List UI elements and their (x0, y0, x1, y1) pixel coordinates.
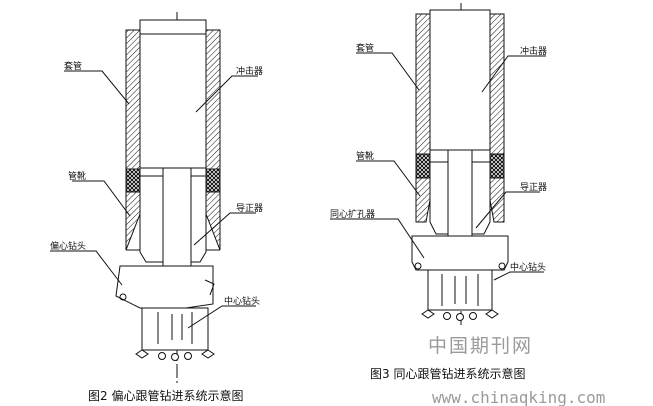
watermark-cn: 中国期刊网 (428, 335, 533, 357)
eccentric-bit (115, 265, 215, 309)
fig2-label-casing: 套管 (64, 60, 82, 72)
fig2-label-hammer: 冲击器 (236, 65, 263, 77)
pilot-bit (135, 307, 215, 361)
fig2-label-guide: 导正器 (236, 203, 263, 214)
watermark-url: www.chinaqking.com (432, 388, 605, 406)
leaders (330, 52, 546, 281)
fig2-caption: 图2 偏心跟管钻进系统示意图 (88, 388, 243, 403)
figure-2 (50, 12, 258, 385)
fig2-label-eccentric-bit: 偏心钻头 (50, 240, 86, 252)
guide (139, 175, 207, 263)
fig3-label-hammer: 冲击器 (520, 45, 547, 57)
casing (415, 13, 505, 179)
fig2-label-pilot-bit: 中心钻头 (224, 295, 260, 307)
ring-bit (411, 235, 509, 271)
fig3-label-guide: 导正器 (520, 182, 547, 193)
fig3-label-ring-bit: 同心扩孔器 (330, 208, 375, 220)
drill-rod (447, 149, 473, 237)
leaders (50, 70, 258, 329)
casing (125, 29, 221, 193)
figure-3 (330, 3, 546, 325)
fig3-caption: 图3 同心跟管钻进系统示意图 (370, 366, 525, 381)
fig3-label-casing-shoe: 管靴 (356, 150, 374, 162)
hammer (429, 9, 491, 151)
fig3-label-pilot-bit: 中心钻头 (510, 261, 546, 273)
hammer (139, 19, 207, 169)
fig3-label-casing: 套管 (356, 42, 374, 54)
pilot-bit (421, 269, 499, 321)
drill-rod (162, 167, 192, 267)
casing-shoe (415, 177, 505, 223)
fig2-label-casing-shoe: 管靴 (68, 170, 86, 182)
